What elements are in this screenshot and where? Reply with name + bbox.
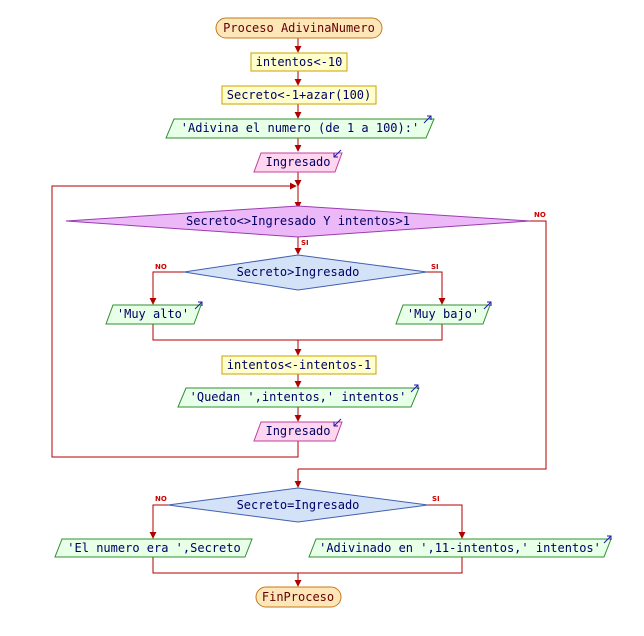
final-yes-tag: SI — [432, 495, 440, 503]
final-no-tag: NO — [155, 495, 167, 503]
init-intentos-label: intentos<-10 — [256, 55, 343, 69]
inner-no-tag: NO — [155, 263, 167, 271]
decision-final-condition: Secreto=Ingresado NO SI — [155, 487, 440, 523]
process-init-secreto: Secreto<-1+azar(100) — [221, 85, 377, 105]
output-arrow-icon — [603, 535, 612, 544]
output-win-message: 'Adivinado en ',11-intentos,' intentos' — [308, 535, 612, 558]
read-2-label: Ingresado — [265, 424, 330, 438]
decision-inner-condition: Secreto>Ingresado NO SI — [155, 254, 439, 291]
final-condition-label: Secreto=Ingresado — [237, 498, 360, 512]
connector-lines — [51, 38, 547, 587]
loop-yes-tag: SI — [301, 239, 309, 247]
output-arrow-icon — [483, 301, 492, 310]
prompt-label: 'Adivina el numero (de 1 a 100):' — [181, 121, 419, 135]
init-secreto-label: Secreto<-1+azar(100) — [227, 88, 372, 102]
process-decrement: intentos<-intentos-1 — [221, 355, 377, 375]
start-label: Proceso AdivinaNumero — [223, 21, 375, 35]
output-arrow-icon — [194, 301, 203, 310]
input-ingresado-1: Ingresado — [253, 149, 343, 173]
output-prompt: 'Adivina el numero (de 1 a 100):' — [165, 115, 435, 139]
read-1-label: Ingresado — [265, 155, 330, 169]
output-muy-bajo: 'Muy bajo' — [395, 301, 492, 325]
lose-message-label: 'El numero era ',Secreto — [67, 541, 240, 555]
output-quedan: 'Quedan ',intentos,' intentos' — [177, 384, 420, 408]
loop-condition-label: Secreto<>Ingresado Y intentos>1 — [186, 214, 410, 228]
input-ingresado-2: Ingresado — [253, 418, 343, 442]
loop-no-tag: NO — [534, 211, 546, 219]
inner-yes-tag: SI — [431, 263, 439, 271]
decision-loop-condition: Secreto<>Ingresado Y intentos>1 SI NO — [65, 205, 546, 247]
end-label: FinProceso — [262, 590, 334, 604]
too-high-label: 'Muy alto' — [117, 307, 189, 321]
output-arrow-icon — [423, 115, 432, 124]
inner-condition-label: Secreto>Ingresado — [237, 265, 360, 279]
end-terminal: FinProceso — [255, 586, 342, 608]
process-init-intentos: intentos<-10 — [250, 52, 348, 72]
start-terminal: Proceso AdivinaNumero — [215, 17, 383, 39]
input-arrow-icon — [333, 418, 342, 427]
input-arrow-icon — [333, 149, 342, 158]
too-low-label: 'Muy bajo' — [407, 307, 479, 321]
win-message-label: 'Adivinado en ',11-intentos,' intentos' — [319, 541, 601, 555]
output-muy-alto: 'Muy alto' — [105, 301, 203, 325]
output-arrow-icon — [410, 384, 419, 393]
output-lose-message: 'El numero era ',Secreto — [54, 538, 253, 558]
remaining-label: 'Quedan ',intentos,' intentos' — [190, 390, 407, 404]
decrement-label: intentos<-intentos-1 — [227, 358, 372, 372]
